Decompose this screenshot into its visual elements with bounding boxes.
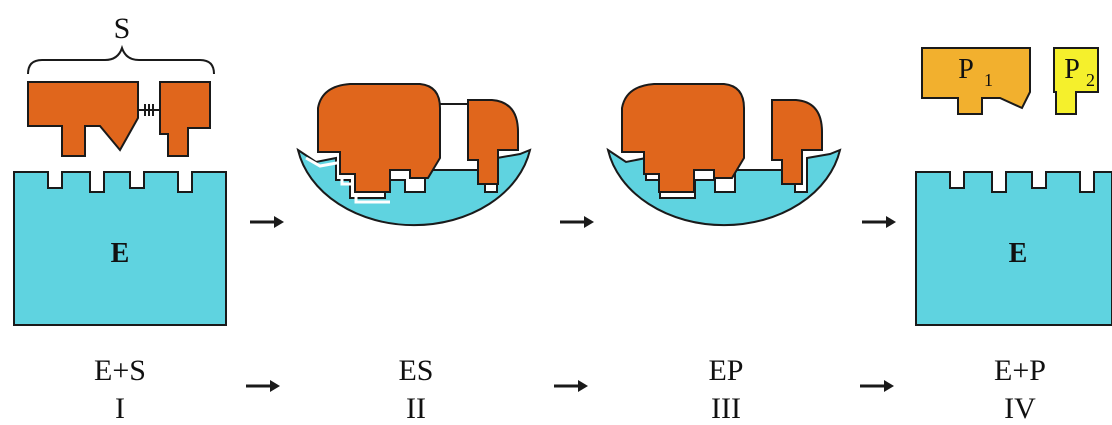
product-p2-index: 2: [1086, 70, 1095, 90]
stage-1-numeral: I: [115, 392, 125, 425]
substrate-right-fragment: [160, 82, 210, 156]
product-p2-letter: P: [1064, 54, 1080, 85]
arrow-2-3-upper: [560, 216, 594, 228]
product-p1-shape: [922, 48, 1030, 114]
stage-1-formula: E+S: [94, 354, 146, 387]
product-p1-index: 1: [984, 70, 993, 90]
arrow-2-3-lower: [554, 380, 588, 392]
arrow-1-2-upper: [250, 216, 284, 228]
stage-4-numeral: IV: [1004, 392, 1036, 425]
stage-4-formula: E+P: [994, 354, 1046, 387]
stage-3-graphic: [608, 84, 840, 225]
stage-labels: E+S I ES II EP III E+P IV: [94, 354, 1046, 425]
stage-2-numeral: II: [406, 392, 426, 425]
enzyme-label: E: [111, 238, 130, 269]
substrate-left-fragment: [28, 82, 138, 156]
stage-2-graphic: [298, 84, 530, 225]
enzyme-label-2: E: [1009, 238, 1028, 269]
substrate-bond: [138, 104, 160, 116]
stage-3-formula: EP: [708, 354, 743, 387]
product-p1-letter: P: [958, 54, 974, 85]
stage-4-graphic: P 1 P 2 E: [916, 48, 1112, 325]
lower-arrows: [246, 380, 894, 392]
substrate-brace: [28, 48, 214, 74]
arrow-1-2-lower: [246, 380, 280, 392]
substrate-label: S: [114, 12, 131, 45]
stage-1-graphic: S E: [14, 12, 226, 325]
arrow-3-4-upper: [862, 216, 896, 228]
stage-2-formula: ES: [398, 354, 433, 387]
upper-arrows: [250, 216, 896, 228]
stage-3-numeral: III: [711, 392, 741, 425]
arrow-3-4-lower: [860, 380, 894, 392]
